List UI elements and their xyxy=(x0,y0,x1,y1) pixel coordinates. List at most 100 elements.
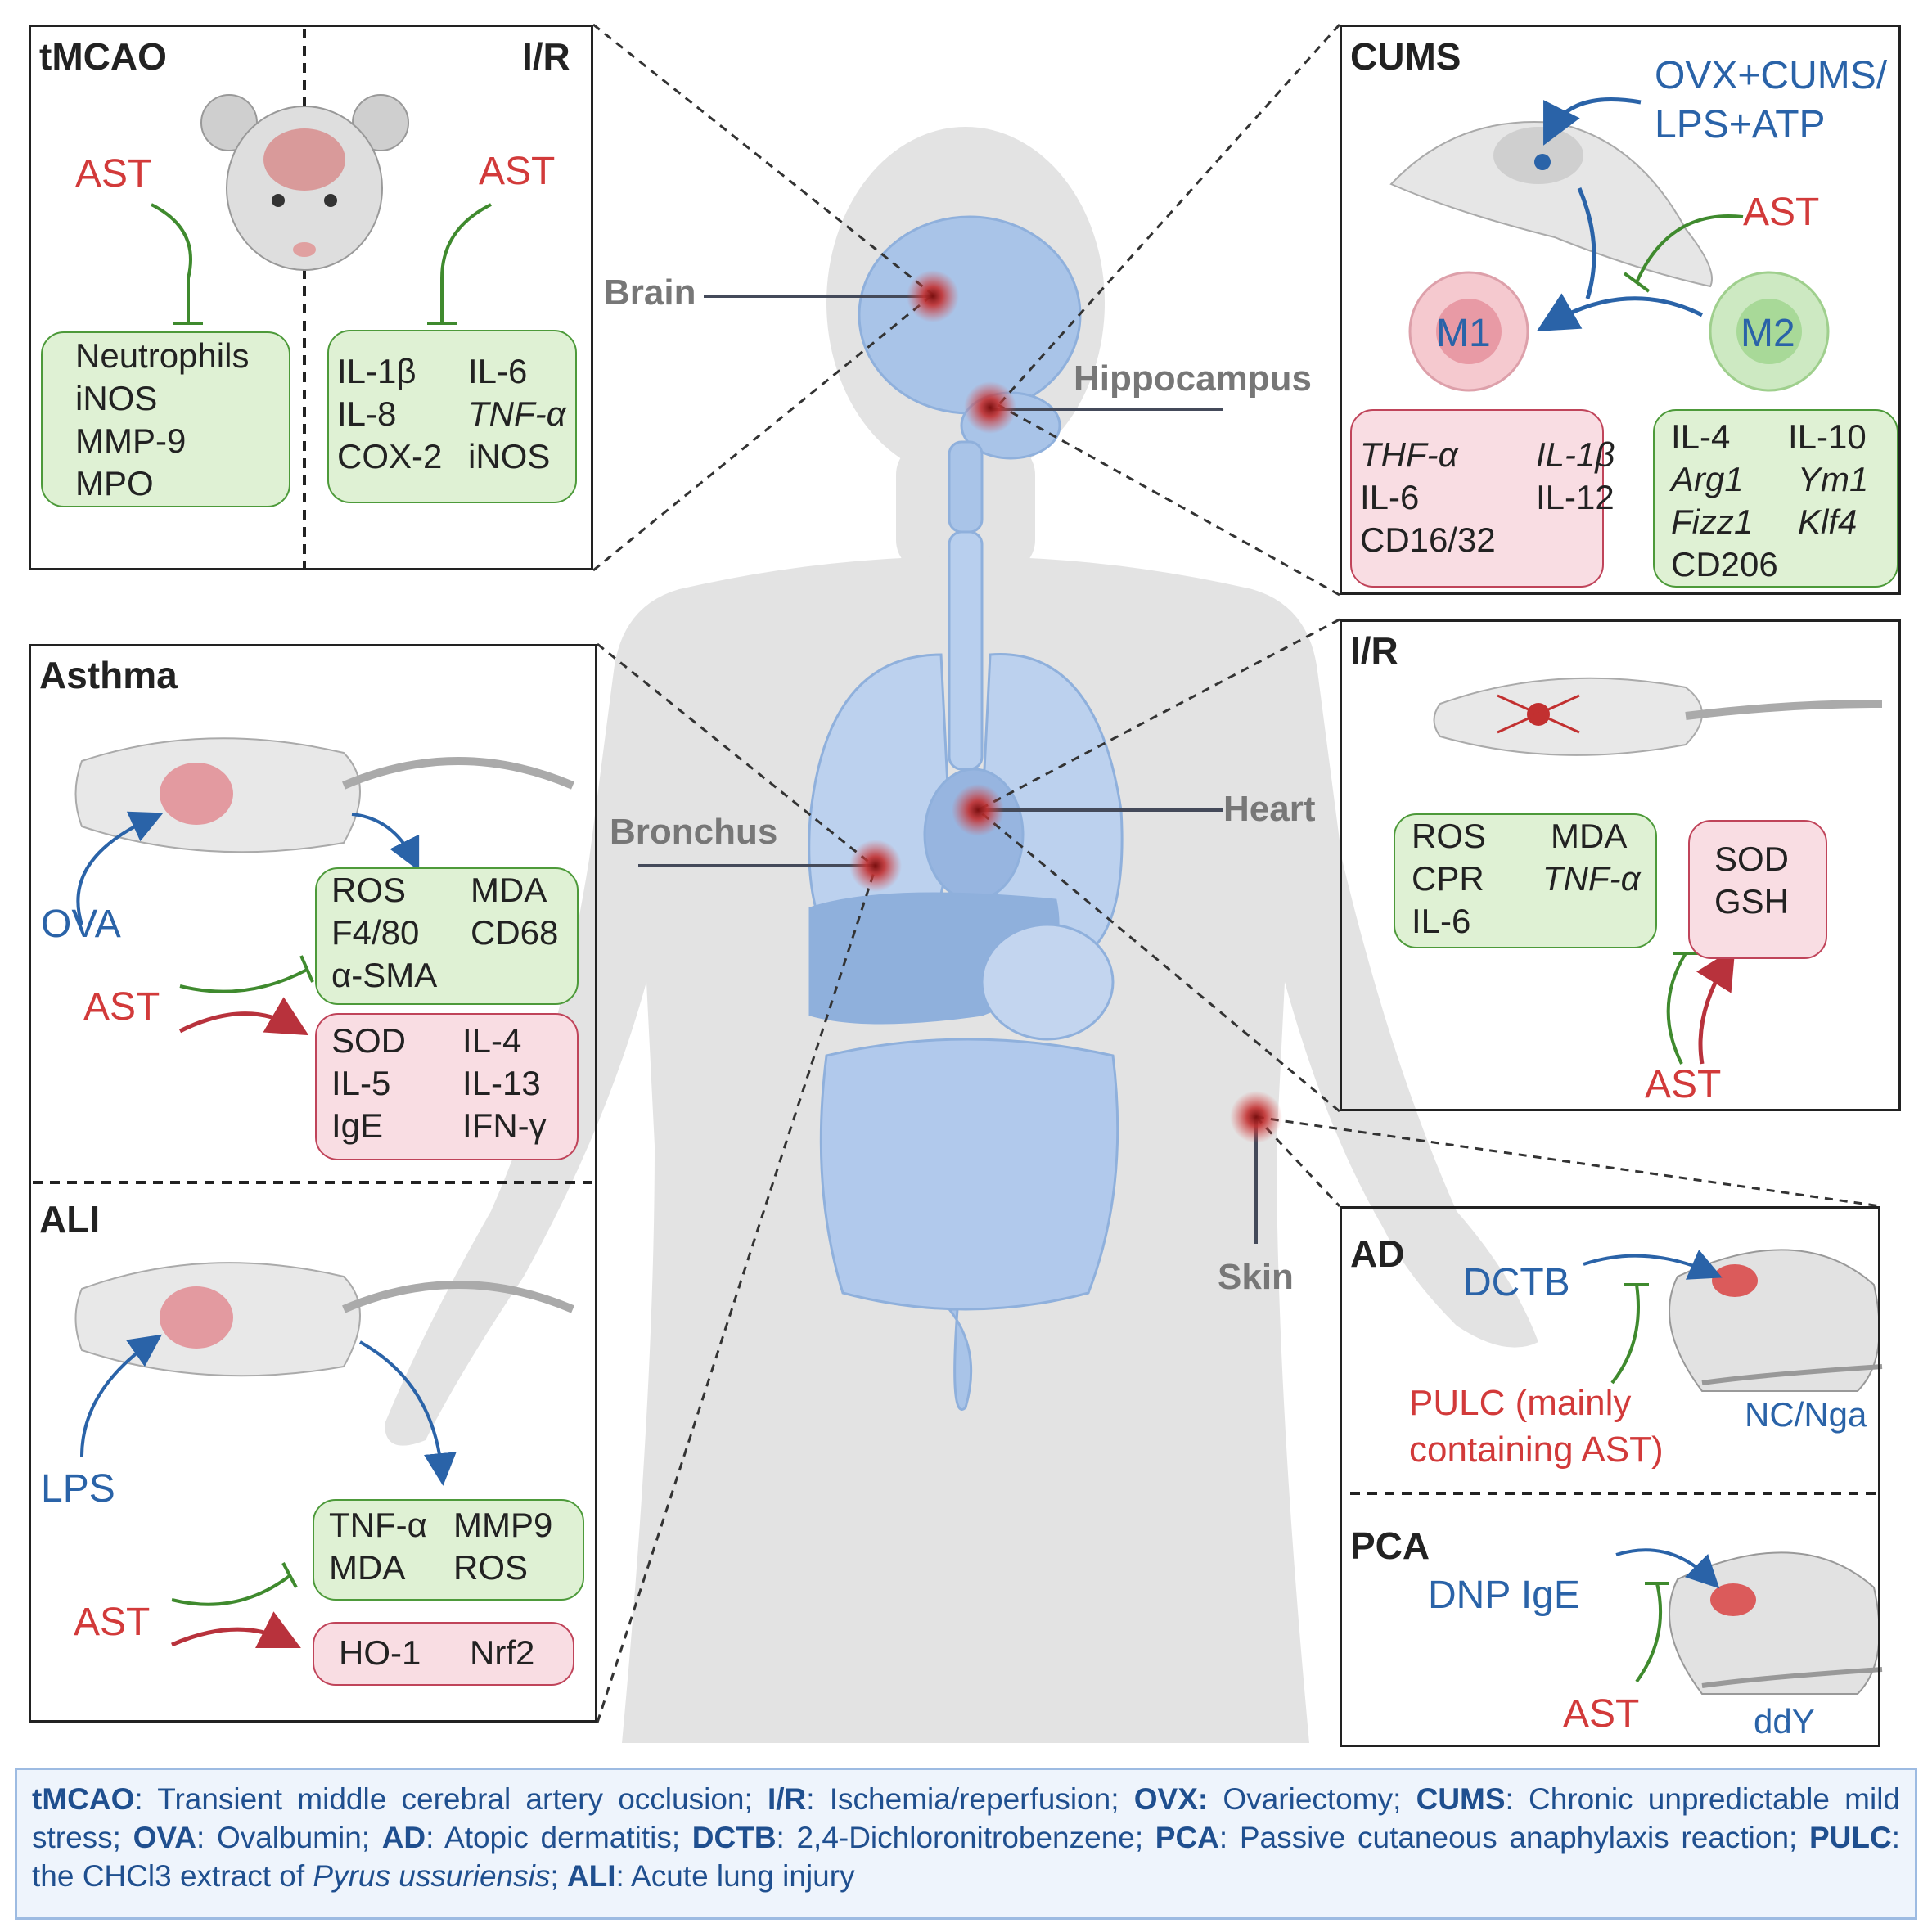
legend-term: OVA xyxy=(133,1821,197,1854)
asthma-pink-box: SOD IL-4 IL-5 IL-13 IgE IFN-γ xyxy=(315,1013,579,1160)
legend-def: ; xyxy=(550,1859,567,1893)
marker: CD68 xyxy=(471,913,559,952)
marker: iNOS xyxy=(468,437,551,475)
marker: MPO xyxy=(75,464,154,502)
m1-marker-box: THF-α IL-1β IL-6 IL-12 CD16/32 xyxy=(1350,409,1615,588)
marker: Nrf2 xyxy=(470,1633,535,1672)
marker: TNF-α xyxy=(329,1506,427,1544)
legend-term: DCTB xyxy=(691,1821,777,1854)
marker: IL-4 xyxy=(462,1021,522,1060)
ir-brain-marker-box: IL-1β IL-6 IL-8 TNF-α COX-2 iNOS xyxy=(327,330,577,503)
heart-green-box: ROS MDA CPR TNF-α IL-6 xyxy=(1394,813,1657,948)
marker: HO-1 xyxy=(339,1633,421,1672)
m1-cell-label: M1 xyxy=(1436,312,1491,355)
legend-def: : Atopic dermatitis; xyxy=(426,1821,692,1854)
marker: IL-6 xyxy=(468,352,528,390)
marker: TNF-α xyxy=(1542,859,1641,898)
tmcao-marker-box: Neutrophils iNOS MMP-9 MPO xyxy=(41,331,290,507)
marker: IL-4 xyxy=(1671,417,1731,456)
marker: iNOS xyxy=(75,379,158,417)
asthma-green-box: ROS MDA F4/80 CD68 α-SMA xyxy=(315,867,579,1005)
marker: MMP-9 xyxy=(75,421,187,460)
organ-label-skin: Skin xyxy=(1218,1257,1294,1297)
inflammation-spots xyxy=(849,270,1282,1143)
marker: MDA xyxy=(329,1548,406,1587)
marker: TNF-α xyxy=(468,394,566,433)
legend-def: : Transient middle cerebral artery occlu… xyxy=(134,1782,768,1816)
marker: IgE xyxy=(331,1106,384,1145)
pca-strain: ddY xyxy=(1754,1702,1815,1741)
marker: Ym1 xyxy=(1798,460,1869,498)
marker: IL-1β xyxy=(1536,435,1615,474)
connector-lines xyxy=(592,23,1881,1723)
panel-asthma-title: Asthma xyxy=(39,654,178,696)
marker: CPR xyxy=(1412,859,1484,898)
m2-cell-label: M2 xyxy=(1741,312,1795,355)
panel-cums-title: CUMS xyxy=(1350,35,1461,78)
legend-def: Ovariectomy; xyxy=(1208,1782,1416,1816)
asthma-inducer: OVA xyxy=(41,903,121,946)
marker: IFN-γ xyxy=(462,1106,547,1145)
organ-label-heart: Heart xyxy=(1223,789,1316,829)
marker: Fizz1 xyxy=(1671,502,1754,541)
heart-graphics xyxy=(1433,677,1883,1065)
legend-term: tMCAO xyxy=(32,1782,135,1816)
marker: IL-6 xyxy=(1360,478,1420,516)
panel-ad-title: AD xyxy=(1350,1232,1405,1275)
legend-def: : Passive cutaneous anaphylaxis reaction… xyxy=(1218,1821,1809,1854)
abbreviation-legend: tMCAO: Transient middle cerebral artery … xyxy=(15,1768,1917,1920)
ast-label-ali: AST xyxy=(74,1601,151,1644)
ast-label-ir-brain: AST xyxy=(479,150,556,193)
legend-def: : Chronic unpredictable mild stress; xyxy=(32,1782,1901,1854)
legend-term: ALI xyxy=(566,1859,616,1893)
panel-tmcao xyxy=(29,25,593,570)
marker: Klf4 xyxy=(1798,502,1858,541)
ad-treatment-line2: containing AST) xyxy=(1409,1430,1664,1470)
tmcao-graphics xyxy=(151,29,492,569)
marker: SOD xyxy=(1714,840,1790,878)
marker: Arg1 xyxy=(1671,460,1744,498)
panel-pca-title: PCA xyxy=(1350,1524,1430,1567)
marker: ROS xyxy=(1412,817,1487,855)
legend-def: : Ovalbumin; xyxy=(196,1821,382,1854)
legend-term: CUMS xyxy=(1416,1782,1506,1816)
panel-tmcao-title: tMCAO xyxy=(39,35,167,78)
marker: IL-12 xyxy=(1536,478,1615,516)
panel-ad-pca xyxy=(1340,1206,1880,1747)
marker: SOD xyxy=(331,1021,407,1060)
cums-inducer-line1: OVX+CUMS/ xyxy=(1655,54,1888,97)
ad-inducer: DCTB xyxy=(1463,1261,1570,1304)
panel-ir-brain-title: I/R xyxy=(522,35,570,78)
organ-label-hippocampus: Hippocampus xyxy=(1074,358,1312,399)
marker: COX-2 xyxy=(337,437,443,475)
ali-green-box: TNF-α MMP9 MDA ROS xyxy=(313,1499,584,1601)
marker: α-SMA xyxy=(331,956,438,994)
marker: CD206 xyxy=(1671,545,1778,583)
marker: GSH xyxy=(1714,882,1790,921)
legend-term: PULC xyxy=(1808,1821,1892,1854)
ad-treatment-line1: PULC (mainly xyxy=(1409,1383,1632,1423)
panel-asthma-ali xyxy=(29,644,597,1723)
legend-def: : 2,4-Dichloronitrobenzene; xyxy=(776,1821,1155,1854)
ast-label-tmcao: AST xyxy=(75,152,152,196)
asthma-ali-graphics xyxy=(33,737,593,1648)
marker: IL-1β xyxy=(337,352,417,390)
heart-pink-box: SOD GSH xyxy=(1688,820,1827,959)
marker: ROS xyxy=(331,871,407,909)
ad-pca-graphics xyxy=(1350,1249,1883,1695)
m2-marker-box: IL-4 IL-10 Arg1 Ym1 Fizz1 Klf4 CD206 xyxy=(1653,409,1898,588)
panel-ali-title: ALI xyxy=(39,1198,101,1241)
ast-label-heart: AST xyxy=(1645,1063,1722,1106)
legend-def: : Acute lung injury xyxy=(615,1859,855,1893)
marker: IL-6 xyxy=(1412,902,1471,940)
marker: F4/80 xyxy=(331,913,420,952)
marker: MMP9 xyxy=(453,1506,553,1544)
ast-label-asthma: AST xyxy=(83,985,160,1029)
legend-term: AD xyxy=(381,1821,426,1854)
legend-term: OVX: xyxy=(1133,1782,1209,1816)
marker: IL-8 xyxy=(337,394,397,433)
legend-term: PCA xyxy=(1155,1821,1219,1854)
ast-label-cums: AST xyxy=(1743,191,1820,234)
panel-ir-heart-title: I/R xyxy=(1350,629,1398,672)
ali-pink-box: HO-1 Nrf2 xyxy=(313,1622,574,1686)
